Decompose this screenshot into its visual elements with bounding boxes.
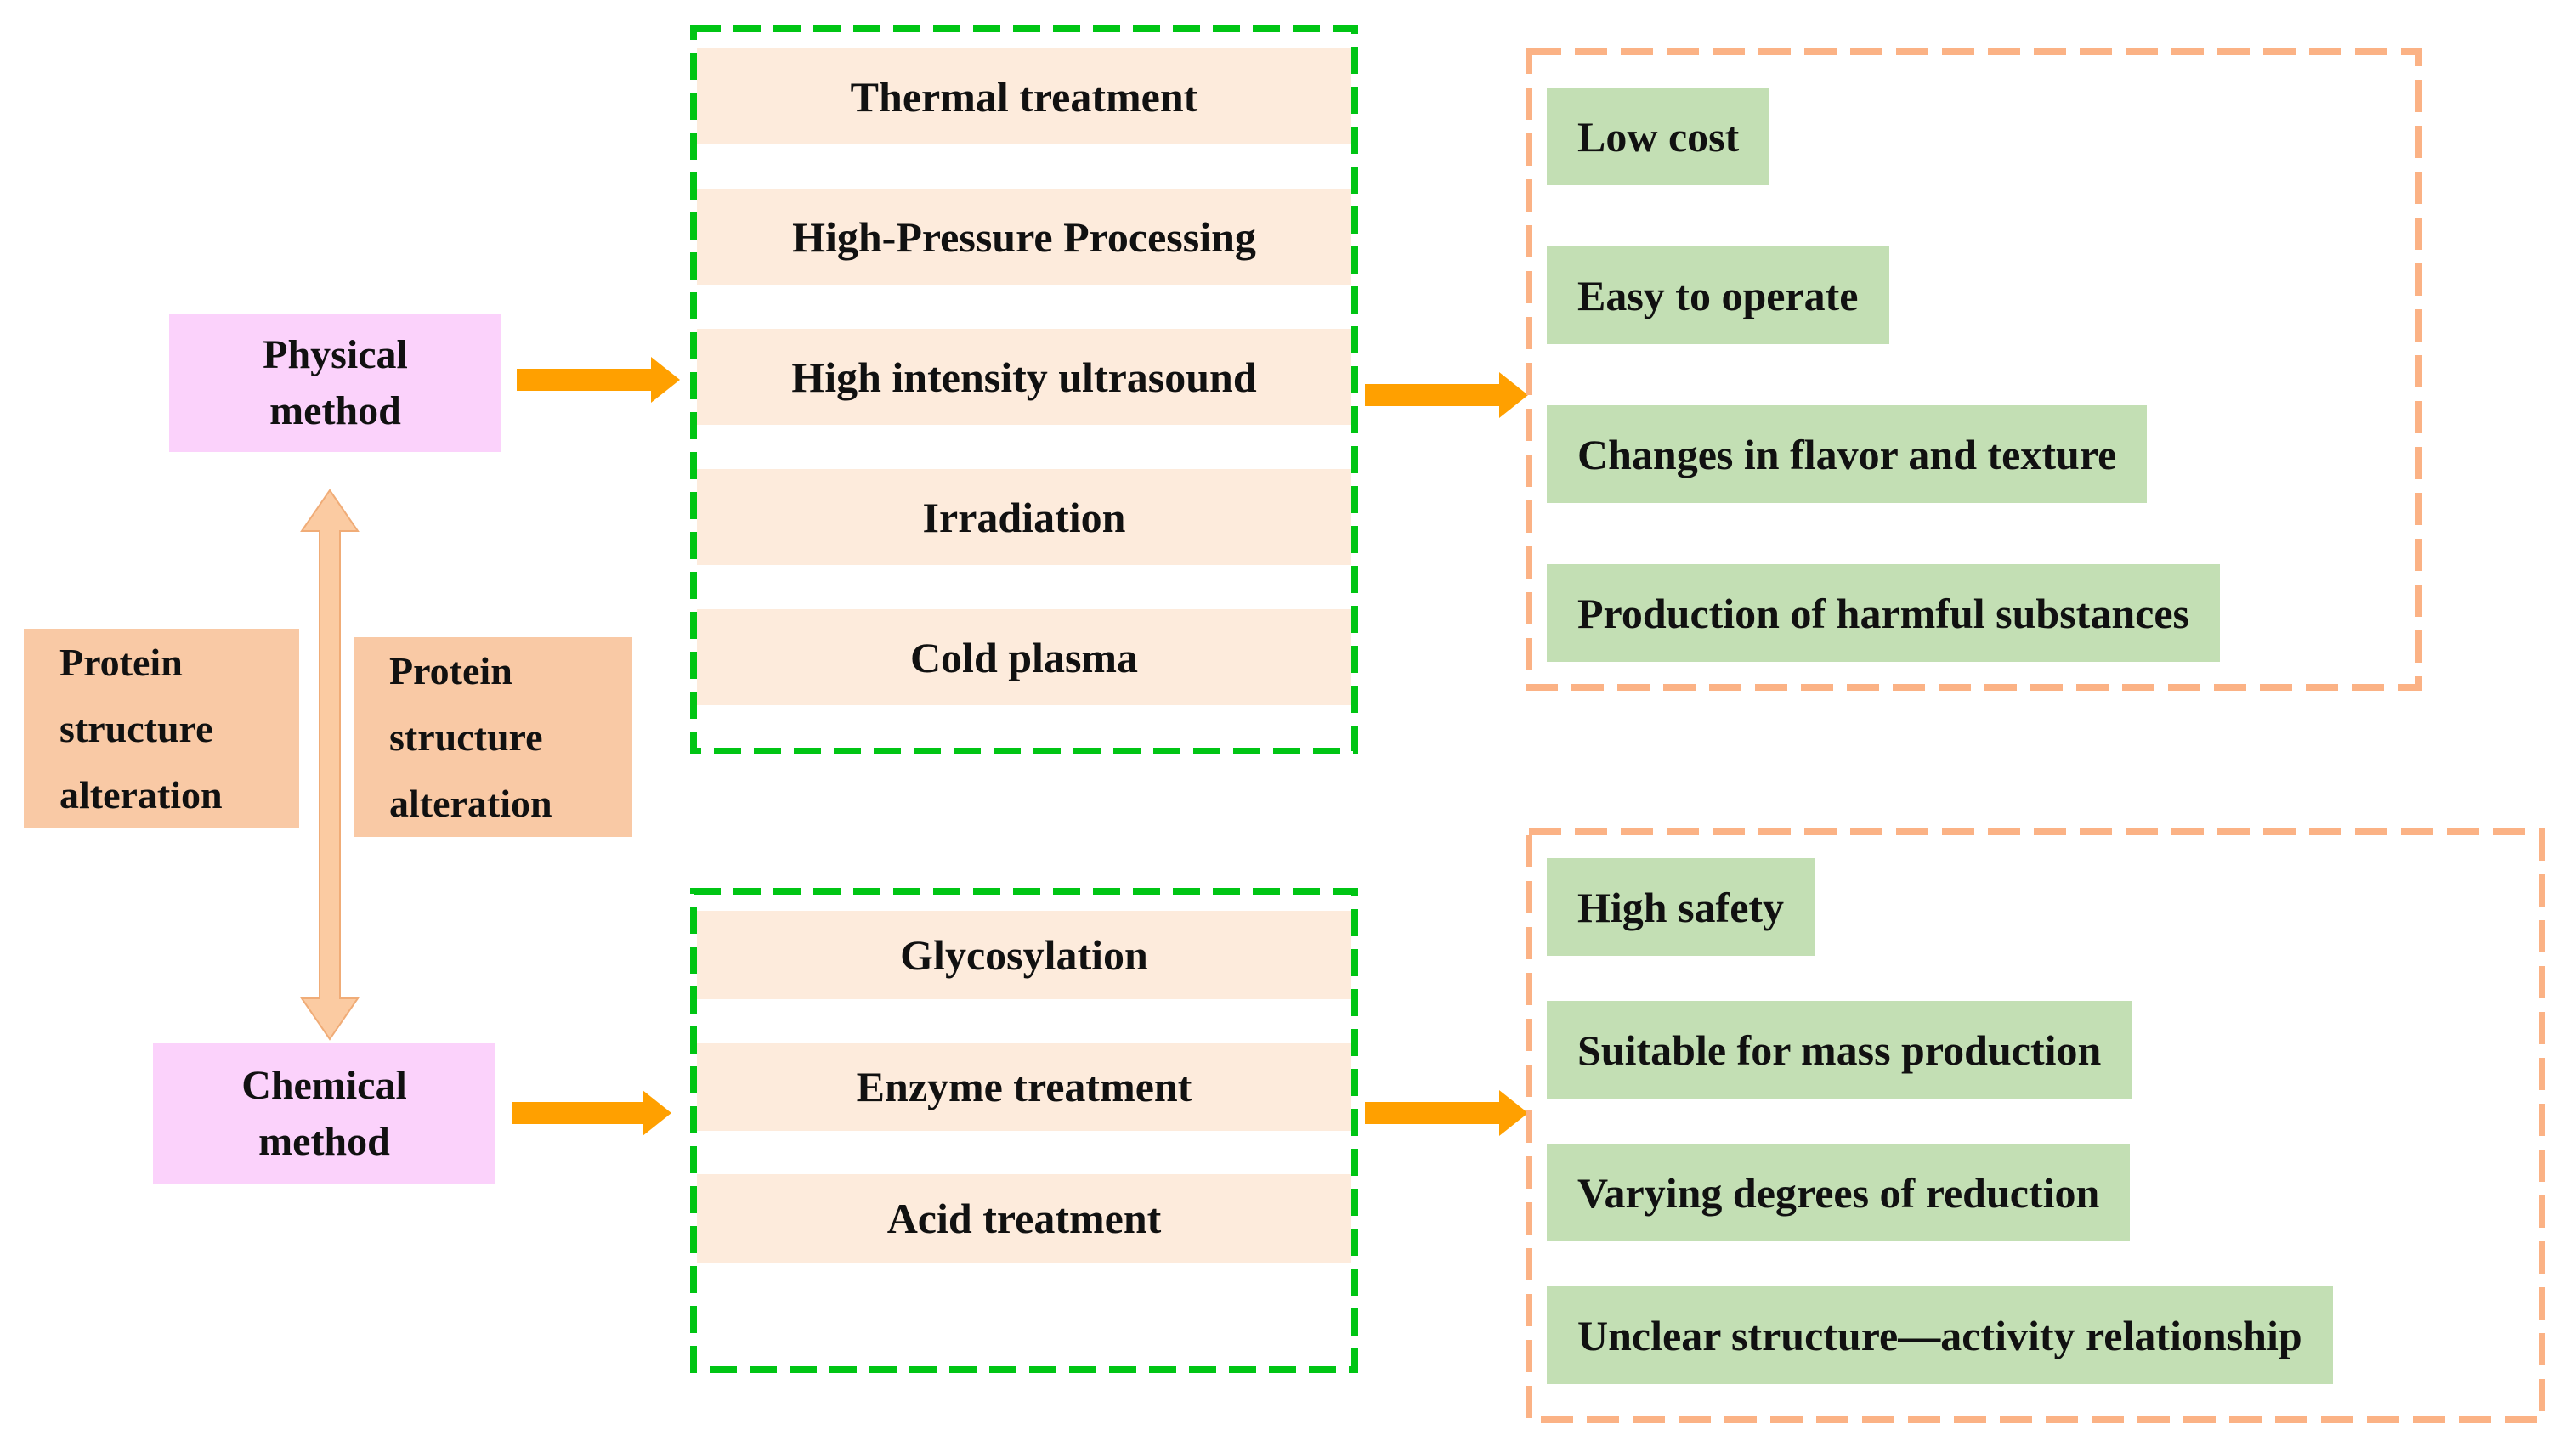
arrow-right-icon-physical-to-treatments [517, 357, 680, 403]
double-arrow-vertical-icon [300, 489, 360, 1041]
treatment-item: Acid treatment [697, 1174, 1351, 1263]
protein-structure-alteration-note-left: Protein structure alteration [24, 629, 299, 828]
green-dashed-border [690, 25, 1358, 754]
treatment-item: Thermal treatment [697, 48, 1351, 144]
chemical-evaluation-group: High safety Suitable for mass production… [1526, 828, 2545, 1423]
treatment-item: Enzyme treatment [697, 1043, 1351, 1131]
treatment-item: Cold plasma [697, 609, 1351, 705]
protein-structure-alteration-note-right: Protein structure alteration [354, 637, 632, 837]
arrow-head [1499, 372, 1528, 418]
arrow-head [643, 1090, 671, 1136]
orange-dashed-border [1526, 48, 2422, 691]
double-arrow-shape [300, 489, 360, 1041]
chemical-evaluation-list: High safety Suitable for mass production… [1547, 835, 2539, 1416]
physical-evaluation-list: Low cost Easy to operate Changes in flav… [1547, 55, 2415, 684]
arrow-head [651, 357, 680, 403]
treatment-item: Irradiation [697, 469, 1351, 565]
physical-treatments-group: Thermal treatment High-Pressure Processi… [690, 25, 1358, 754]
evaluation-item: High safety [1547, 858, 1815, 956]
arrow-right-icon-treatments-to-evaluation-physical [1365, 372, 1528, 418]
arrow-right-icon-treatments-to-evaluation-chemical [1365, 1090, 1528, 1136]
physical-treatments-list: Thermal treatment High-Pressure Processi… [697, 32, 1351, 748]
chemical-method-node: Chemical method [153, 1043, 495, 1184]
arrow-shaft [1365, 384, 1499, 406]
chemical-treatments-group: Glycosylation Enzyme treatment Acid trea… [690, 888, 1358, 1373]
evaluation-item: Changes in flavor and texture [1547, 405, 2148, 503]
green-dashed-border [690, 888, 1358, 1373]
evaluation-item: Suitable for mass production [1547, 1001, 2132, 1099]
arrow-shaft [517, 369, 651, 391]
treatment-item: High intensity ultrasound [697, 329, 1351, 425]
evaluation-item: Low cost [1547, 88, 1770, 185]
treatment-item: High-Pressure Processing [697, 189, 1351, 285]
evaluation-item: Production of harmful substances [1547, 564, 2220, 662]
evaluation-item: Easy to operate [1547, 246, 1889, 344]
arrow-head [1499, 1090, 1528, 1136]
physical-method-node: Physical method [169, 314, 501, 452]
orange-dashed-border [1526, 828, 2545, 1423]
physical-evaluation-group: Low cost Easy to operate Changes in flav… [1526, 48, 2422, 691]
arrow-shaft [1365, 1102, 1499, 1124]
evaluation-item: Unclear structure—activity relationship [1547, 1286, 2333, 1384]
evaluation-item: Varying degrees of reduction [1547, 1144, 2131, 1241]
arrow-right-icon-chemical-to-treatments [512, 1090, 671, 1136]
treatment-item: Glycosylation [697, 911, 1351, 999]
arrow-shaft [512, 1102, 643, 1124]
chemical-treatments-list: Glycosylation Enzyme treatment Acid trea… [697, 895, 1351, 1366]
